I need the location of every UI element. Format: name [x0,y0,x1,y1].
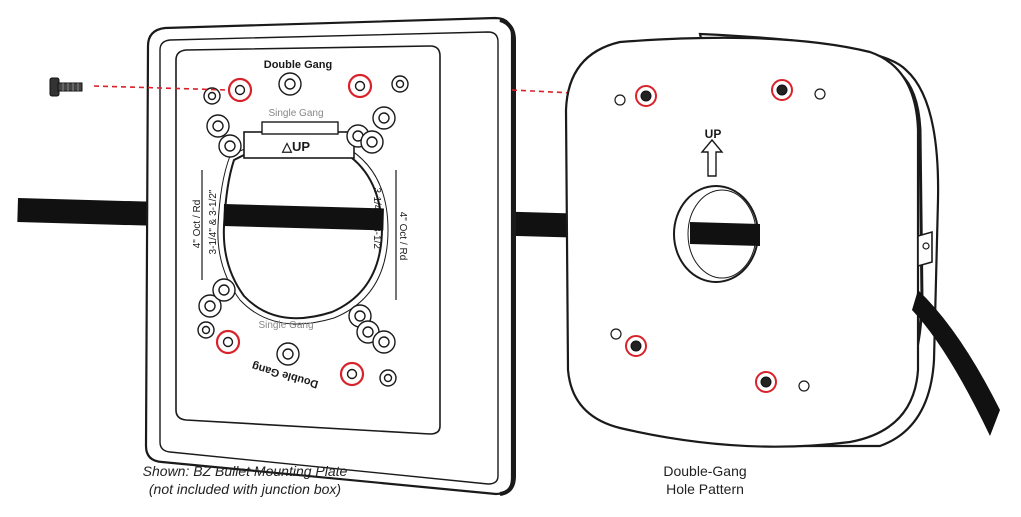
plate-hole [207,91,217,101]
box-knob-screw [922,242,930,250]
plate-hole [366,136,378,148]
box-double-gang-holes [625,79,793,393]
plate-body [175,45,441,435]
box-highlight-hole [640,90,652,102]
plate-outer-frame [144,16,514,496]
plate-up-tab-top [261,121,339,135]
box-highlight-hole [776,84,788,96]
plate-highlight-hole [354,80,366,92]
box-hole [814,88,826,100]
plate-hole [212,120,224,132]
cable-trailing [912,290,1000,436]
box-caption-line2: Hole Pattern [666,481,744,497]
box-hole [798,380,810,392]
screw-shaft [57,82,83,92]
plate-hole [282,348,294,360]
plate-inner-frame [159,31,499,485]
plate-hole [284,78,296,90]
plate-hole [354,310,366,322]
plate-hole [224,140,236,152]
box-hole [614,94,626,106]
plate-label-oct-rd-right: 4" Oct / Rd [397,212,408,261]
plate-highlight-hole [346,368,358,380]
box-holes [610,88,826,392]
screw-icon [49,77,83,97]
plate-hole [395,79,405,89]
box-caption-line1: Double-Gang [663,463,747,479]
plate-hole [362,326,374,338]
plate-holes [197,72,409,387]
plate-label-double-gang-top: Double Gang [264,59,332,71]
box-caption: Double-Gang Hole Pattern [620,462,790,498]
box-label-up: UP [705,127,722,141]
box-highlight-hole [760,376,772,388]
alignment-line-left [93,85,229,91]
plate-hole [383,373,393,383]
plate-hole [378,336,390,348]
plate-caption: Shown: BZ Bullet Mounting Plate (not inc… [100,462,390,498]
box-hole [610,328,622,340]
plate-hole [204,300,216,312]
plate-label-single-gang-bottom: Single Gang [258,320,313,331]
plate-hole [378,112,390,124]
plate-label-single-gang-top: Single Gang [268,108,323,119]
plate-frame-edge [499,18,516,496]
plate-hole [201,325,211,335]
plate-caption-line2: (not included with junction box) [148,481,342,497]
cable-through-box [690,222,760,246]
plate-highlight-hole [234,84,246,96]
box-up-arrow-icon [700,138,724,177]
plate-caption-line1: Shown: BZ Bullet Mounting Plate [142,463,348,479]
box-highlight-hole [630,340,642,352]
plate-double-gang-holes [215,73,373,387]
plate-label-up: △UP [281,139,310,154]
plate-label-size-left: 3-1/4" & 3-1/2" [208,189,219,254]
plate-hole [218,284,230,296]
plate-label-oct-rd-left: 4" Oct / Rd [192,200,203,249]
plate-highlight-hole [222,336,234,348]
cable-over-opening [223,204,384,231]
mounting-plate: Double Gang Single Gang △UP Single Gang … [144,16,516,496]
